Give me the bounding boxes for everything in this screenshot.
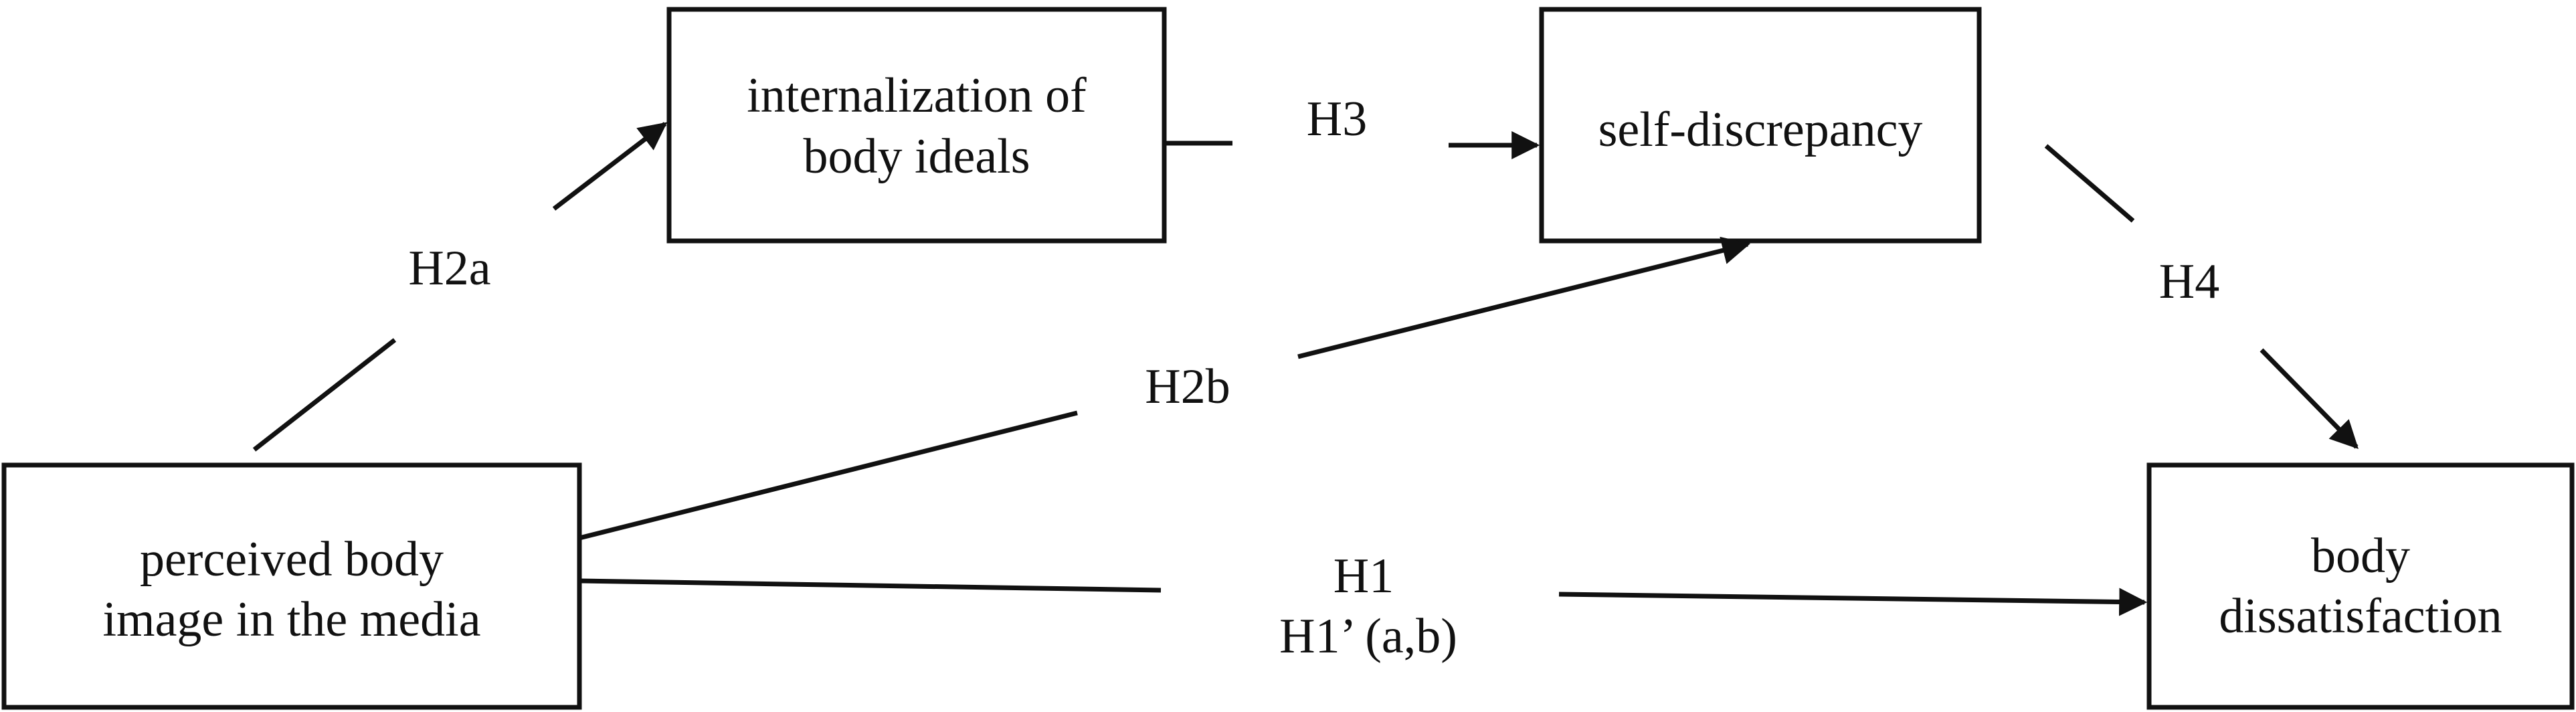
- edge-h1: H1 H1’ (a,b): [579, 549, 2148, 664]
- edge-h1-segment-start: [579, 578, 1162, 593]
- node-box-media: [1, 462, 582, 710]
- node-internalization-of-body-ideals: internalization of body ideals: [666, 7, 1167, 244]
- node-media-line1: perceived body: [140, 532, 444, 587]
- edge-h4-segment-end: [2260, 348, 2359, 450]
- node-internalization-line2: body ideals: [803, 129, 1030, 184]
- edge-h2b-label: H2b: [1145, 359, 1230, 414]
- edge-h2b: H2b: [579, 236, 1751, 541]
- node-body-dissatisfaction: body dissatisfaction: [2146, 462, 2575, 710]
- node-box-internalization: [666, 7, 1167, 244]
- edge-h1-segment-end: [1558, 588, 2148, 616]
- edge-h2b-segment-start: [579, 410, 1078, 541]
- edge-h4-segment-start: [2044, 144, 2135, 223]
- node-perceived-body-image: perceived body image in the media: [1, 462, 582, 710]
- edge-h2a: H2a: [252, 122, 668, 452]
- node-dissatisfaction-line2: dissatisfaction: [2219, 589, 2502, 644]
- node-box-dissatisfaction: [2146, 462, 2575, 710]
- node-internalization-line1: internalization of: [747, 68, 1087, 123]
- edge-h4: H4: [2044, 144, 2359, 450]
- edge-h1-prime-label: H1’ (a,b): [1279, 609, 1457, 664]
- node-discrepancy-line1: self-discrepancy: [1598, 102, 1923, 157]
- edge-h3-label: H3: [1307, 92, 1367, 147]
- node-dissatisfaction-line1: body: [2311, 529, 2410, 584]
- edge-h1-label: H1: [1333, 549, 1394, 604]
- node-media-line2: image in the media: [102, 592, 480, 647]
- edge-h2a-segment-start: [252, 338, 397, 452]
- edge-h2b-segment-end: [1297, 236, 1751, 359]
- edge-h2a-label: H2a: [408, 241, 490, 296]
- edge-h4-label: H4: [2159, 254, 2219, 309]
- edge-h2a-segment-end: [552, 122, 668, 211]
- edge-h3: H3: [1164, 92, 1540, 159]
- node-self-discrepancy: self-discrepancy: [1539, 7, 1982, 244]
- node-box-discrepancy: [1539, 7, 1982, 244]
